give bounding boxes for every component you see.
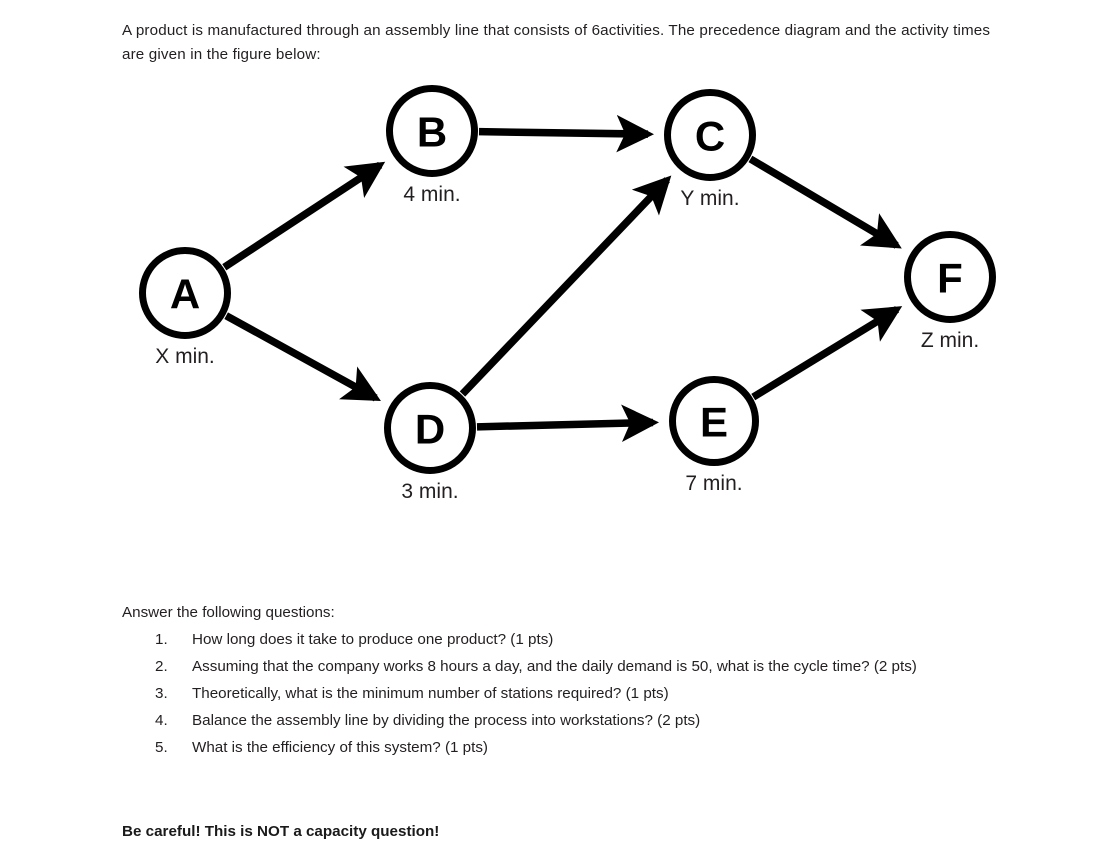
node-time-label-a: X min. <box>155 345 215 368</box>
node-letter-c: C <box>695 113 725 160</box>
precedence-diagram-figure: A X min. B 4 min. C Y min. D 3 min. E 7 min. F Z mi… <box>120 72 1020 512</box>
diagram-edges <box>222 114 903 443</box>
question-list: 1. How long does it take to produce one p… <box>122 626 1012 761</box>
question-text: How long does it take to produce one pro… <box>192 631 554 648</box>
question-text: What is the efficiency of this system? (… <box>192 739 488 756</box>
question-number: 2. <box>155 658 168 675</box>
edge-e-to-f <box>751 306 903 401</box>
question-item: 5. What is the efficiency of this system?… <box>122 734 1012 761</box>
node-time-label-f: Z min. <box>921 329 979 352</box>
node-circle-b <box>386 85 478 177</box>
node-circle-f <box>904 231 996 323</box>
edge-d-to-e <box>476 404 660 443</box>
question-item: 2. Assuming that the company works 8 hour… <box>122 653 1012 680</box>
node-letter-d: D <box>415 406 445 453</box>
question-item: 1. How long does it take to produce one p… <box>122 626 1012 653</box>
question-text: Theoretically, what is the minimum numbe… <box>192 685 669 702</box>
node-circle-c <box>664 89 756 181</box>
node-e: E 7 min. <box>669 376 759 495</box>
question-number: 4. <box>155 712 168 729</box>
node-time-label-d: 3 min. <box>401 480 458 503</box>
edge-a-to-b <box>222 161 386 271</box>
precedence-diagram-svg: A X min. B 4 min. C Y min. D 3 min. E 7 min. F Z mi… <box>139 85 996 503</box>
node-time-label-e: 7 min. <box>685 472 742 495</box>
question-number: 5. <box>155 739 168 756</box>
intro-paragraph: A product is manufactured through an ass… <box>122 22 991 64</box>
node-b: B 4 min. <box>386 85 478 206</box>
node-d: D 3 min. <box>384 382 476 503</box>
node-circle-a <box>139 247 231 339</box>
answer-lead-text: Answer the following questions: <box>122 604 335 622</box>
node-letter-b: B <box>417 109 447 156</box>
node-letter-f: F <box>937 255 963 302</box>
node-letter-a: A <box>170 271 200 318</box>
question-number: 1. <box>155 631 168 648</box>
node-letter-e: E <box>700 399 728 446</box>
edge-d-to-c <box>459 175 672 397</box>
node-circle-e <box>669 376 759 466</box>
edge-b-to-c <box>478 114 655 153</box>
edge-a-to-d <box>224 312 381 402</box>
question-item: 3. Theoretically, what is the minimum num… <box>122 680 1012 707</box>
node-c: C Y min. <box>664 89 756 210</box>
question-number: 3. <box>155 685 168 702</box>
node-f: F Z min. <box>904 231 996 352</box>
question-item: 4. Balance the assembly line by dividing … <box>122 707 1012 734</box>
node-time-label-c: Y min. <box>680 187 739 210</box>
node-circle-d <box>384 382 476 474</box>
node-time-label-b: 4 min. <box>403 183 460 206</box>
question-text: Balance the assembly line by dividing th… <box>192 712 701 729</box>
node-a: A X min. <box>139 247 231 368</box>
edge-c-to-f <box>748 155 902 249</box>
diagram-nodes: A X min. B 4 min. C Y min. D 3 min. E 7 min. F Z mi… <box>139 85 996 503</box>
warning-note: Be careful! This is NOT a capacity quest… <box>122 823 440 841</box>
question-text: Assuming that the company works 8 hours … <box>192 658 917 675</box>
